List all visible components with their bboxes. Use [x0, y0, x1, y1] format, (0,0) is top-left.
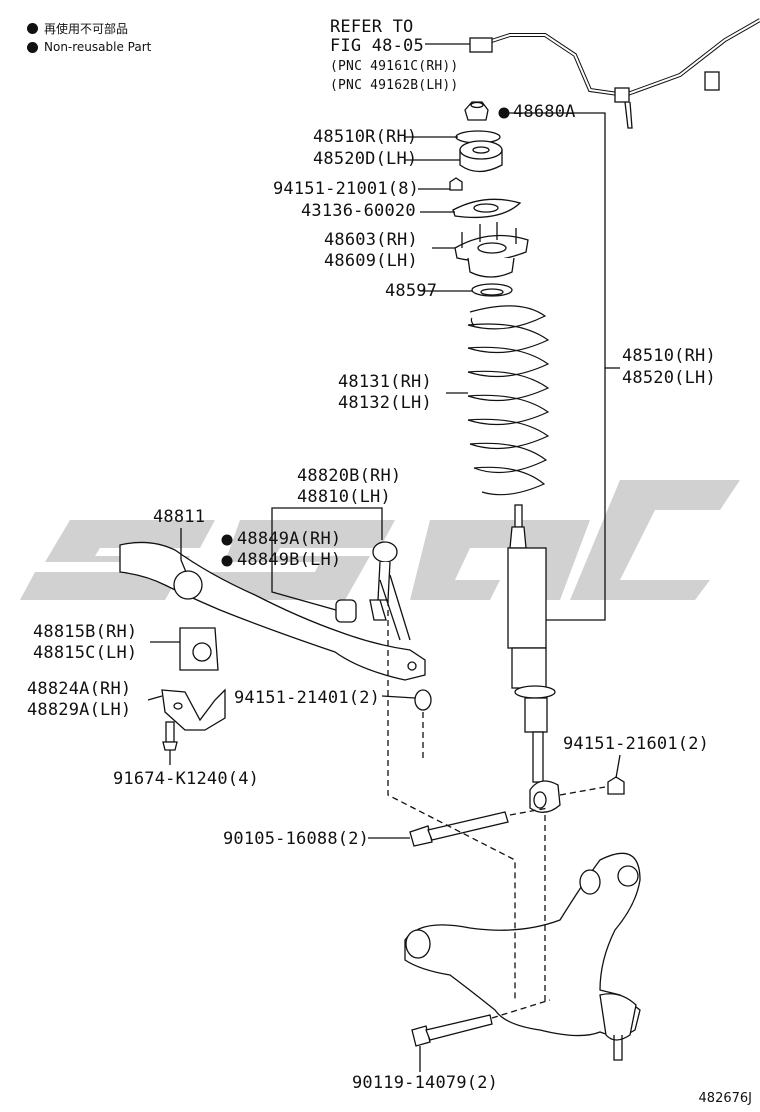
stabilizer-bar-drawing: [119, 541, 426, 681]
label-91674-K1240[interactable]: 91674-K1240(4): [113, 769, 260, 789]
refer-line-1: REFER TO: [330, 17, 414, 37]
stabilizer-bushing-drawing: [179, 627, 219, 671]
label-94151-21601[interactable]: 94151-21601(2): [563, 734, 710, 754]
label-48520[interactable]: 48520(LH): [622, 368, 716, 388]
label-48811[interactable]: 48811: [153, 507, 206, 527]
legend-text-japanese: 再使用不可部品: [44, 22, 129, 36]
legend-text-english: Non-reusable Part: [44, 40, 152, 54]
assembly-dashed-lines: [387, 600, 606, 1019]
label-48829A[interactable]: 48829A(LH): [27, 700, 132, 720]
label-48132[interactable]: 48132(LH): [338, 393, 432, 413]
gasket-drawing: [452, 198, 522, 219]
shock-absorber-drawing: [507, 504, 561, 813]
non-reusable-dot-icon: [498, 107, 510, 119]
label-48810[interactable]: 48810(LH): [297, 487, 391, 507]
label-48520D[interactable]: 48520D(LH): [313, 149, 418, 169]
spring-seat-drawing: [471, 283, 513, 297]
label-43136-60020[interactable]: 43136-60020: [301, 201, 416, 221]
stabilizer-link-drawing: [369, 541, 432, 711]
non-reusable-dot-icon: [221, 555, 233, 567]
label-48680A[interactable]: 48680A: [513, 102, 576, 122]
label-48510[interactable]: 48510(RH): [622, 346, 716, 366]
lower-control-arm-drawing: [404, 852, 641, 1061]
label-48609[interactable]: 48609(LH): [324, 251, 418, 271]
label-94151-21001[interactable]: 94151-21001(8): [273, 179, 420, 199]
bolt-91674-drawing: [162, 721, 178, 751]
brake-hose-drawing: [469, 18, 760, 129]
coil-spring-drawing: [467, 305, 550, 496]
upper-mount-drawing: [454, 222, 529, 278]
label-48849B[interactable]: 48849B(LH): [237, 550, 342, 570]
refer-line-3: (PNC 49161C(RH)): [330, 59, 459, 74]
label-48824A[interactable]: 48824A(RH): [27, 679, 132, 699]
bolt-90105-drawing: [409, 811, 509, 847]
label-48597[interactable]: 48597: [385, 281, 438, 301]
legend-item-english: Non-reusable Part: [27, 40, 151, 54]
label-48820B[interactable]: 48820B(RH): [297, 466, 402, 486]
leader-lines: [147, 136, 621, 1072]
refer-line-4: (PNC 49162B(LH)): [330, 78, 459, 93]
non-reusable-dot-icon: [27, 23, 38, 34]
support-bearing-drawing: [455, 130, 503, 173]
bushing-bracket-drawing: [161, 688, 226, 731]
bolt-90119-drawing: [411, 1014, 493, 1047]
label-94151-21401[interactable]: 94151-21401(2): [234, 688, 381, 708]
non-reusable-dot-icon: [27, 41, 38, 53]
label-48849A[interactable]: 48849A(RH): [237, 529, 342, 549]
label-48603[interactable]: 48603(RH): [324, 230, 418, 250]
label-48131[interactable]: 48131(RH): [338, 372, 432, 392]
label-90105-16088[interactable]: 90105-16088(2): [223, 829, 370, 849]
legend-item-japanese: 再使用不可部品: [27, 20, 128, 37]
bushing-drawing: [335, 599, 357, 623]
label-90119-14079[interactable]: 90119-14079(2): [352, 1073, 499, 1093]
label-48510R[interactable]: 48510R(RH): [313, 127, 418, 147]
non-reusable-dot-icon: [221, 534, 233, 546]
nut-48680A-drawing: [464, 101, 489, 121]
refer-line-2: FIG 48-05: [330, 36, 424, 56]
label-48815B[interactable]: 48815B(RH): [33, 622, 138, 642]
label-48815C[interactable]: 48815C(LH): [33, 643, 138, 663]
figure-number: 482676J: [698, 1091, 752, 1106]
